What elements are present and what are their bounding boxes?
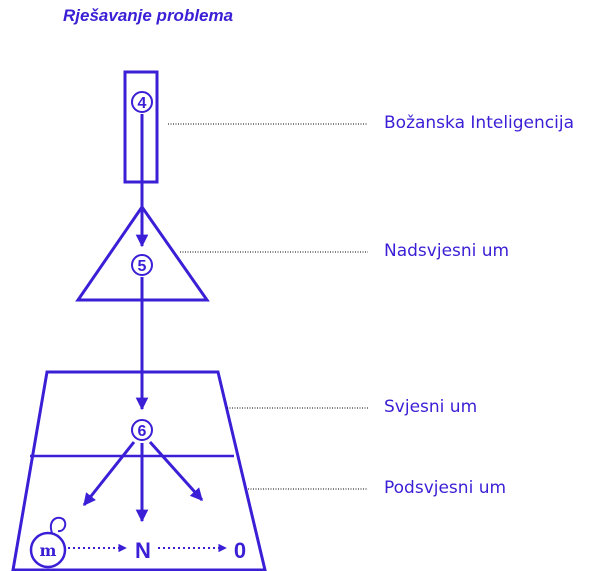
m-circle bbox=[29, 531, 67, 569]
number-4-label: 4 bbox=[138, 95, 147, 112]
m-letter: m bbox=[40, 541, 57, 560]
m-circle-curl bbox=[50, 516, 67, 534]
arrow-6-right bbox=[148, 440, 204, 502]
number-5-label: 5 bbox=[138, 258, 147, 275]
label-subconscious: Podsvjesni um bbox=[384, 478, 507, 498]
number-6-label: 6 bbox=[138, 423, 147, 440]
n-letter: N bbox=[135, 538, 151, 563]
diagram-title: Rješavanje problema bbox=[63, 6, 234, 25]
number-4-circle bbox=[131, 91, 153, 113]
number-6-circle bbox=[131, 419, 153, 441]
label-divine-intelligence: Božanska Inteligencija bbox=[384, 113, 574, 133]
arrow-6-left bbox=[82, 441, 136, 506]
number-5-circle bbox=[131, 254, 153, 276]
zero-letter: 0 bbox=[234, 538, 246, 563]
label-conscious: Svjesni um bbox=[384, 397, 478, 417]
label-superconscious: Nadsvjesni um bbox=[384, 241, 510, 261]
conscious-trapezoid bbox=[11, 370, 267, 571]
